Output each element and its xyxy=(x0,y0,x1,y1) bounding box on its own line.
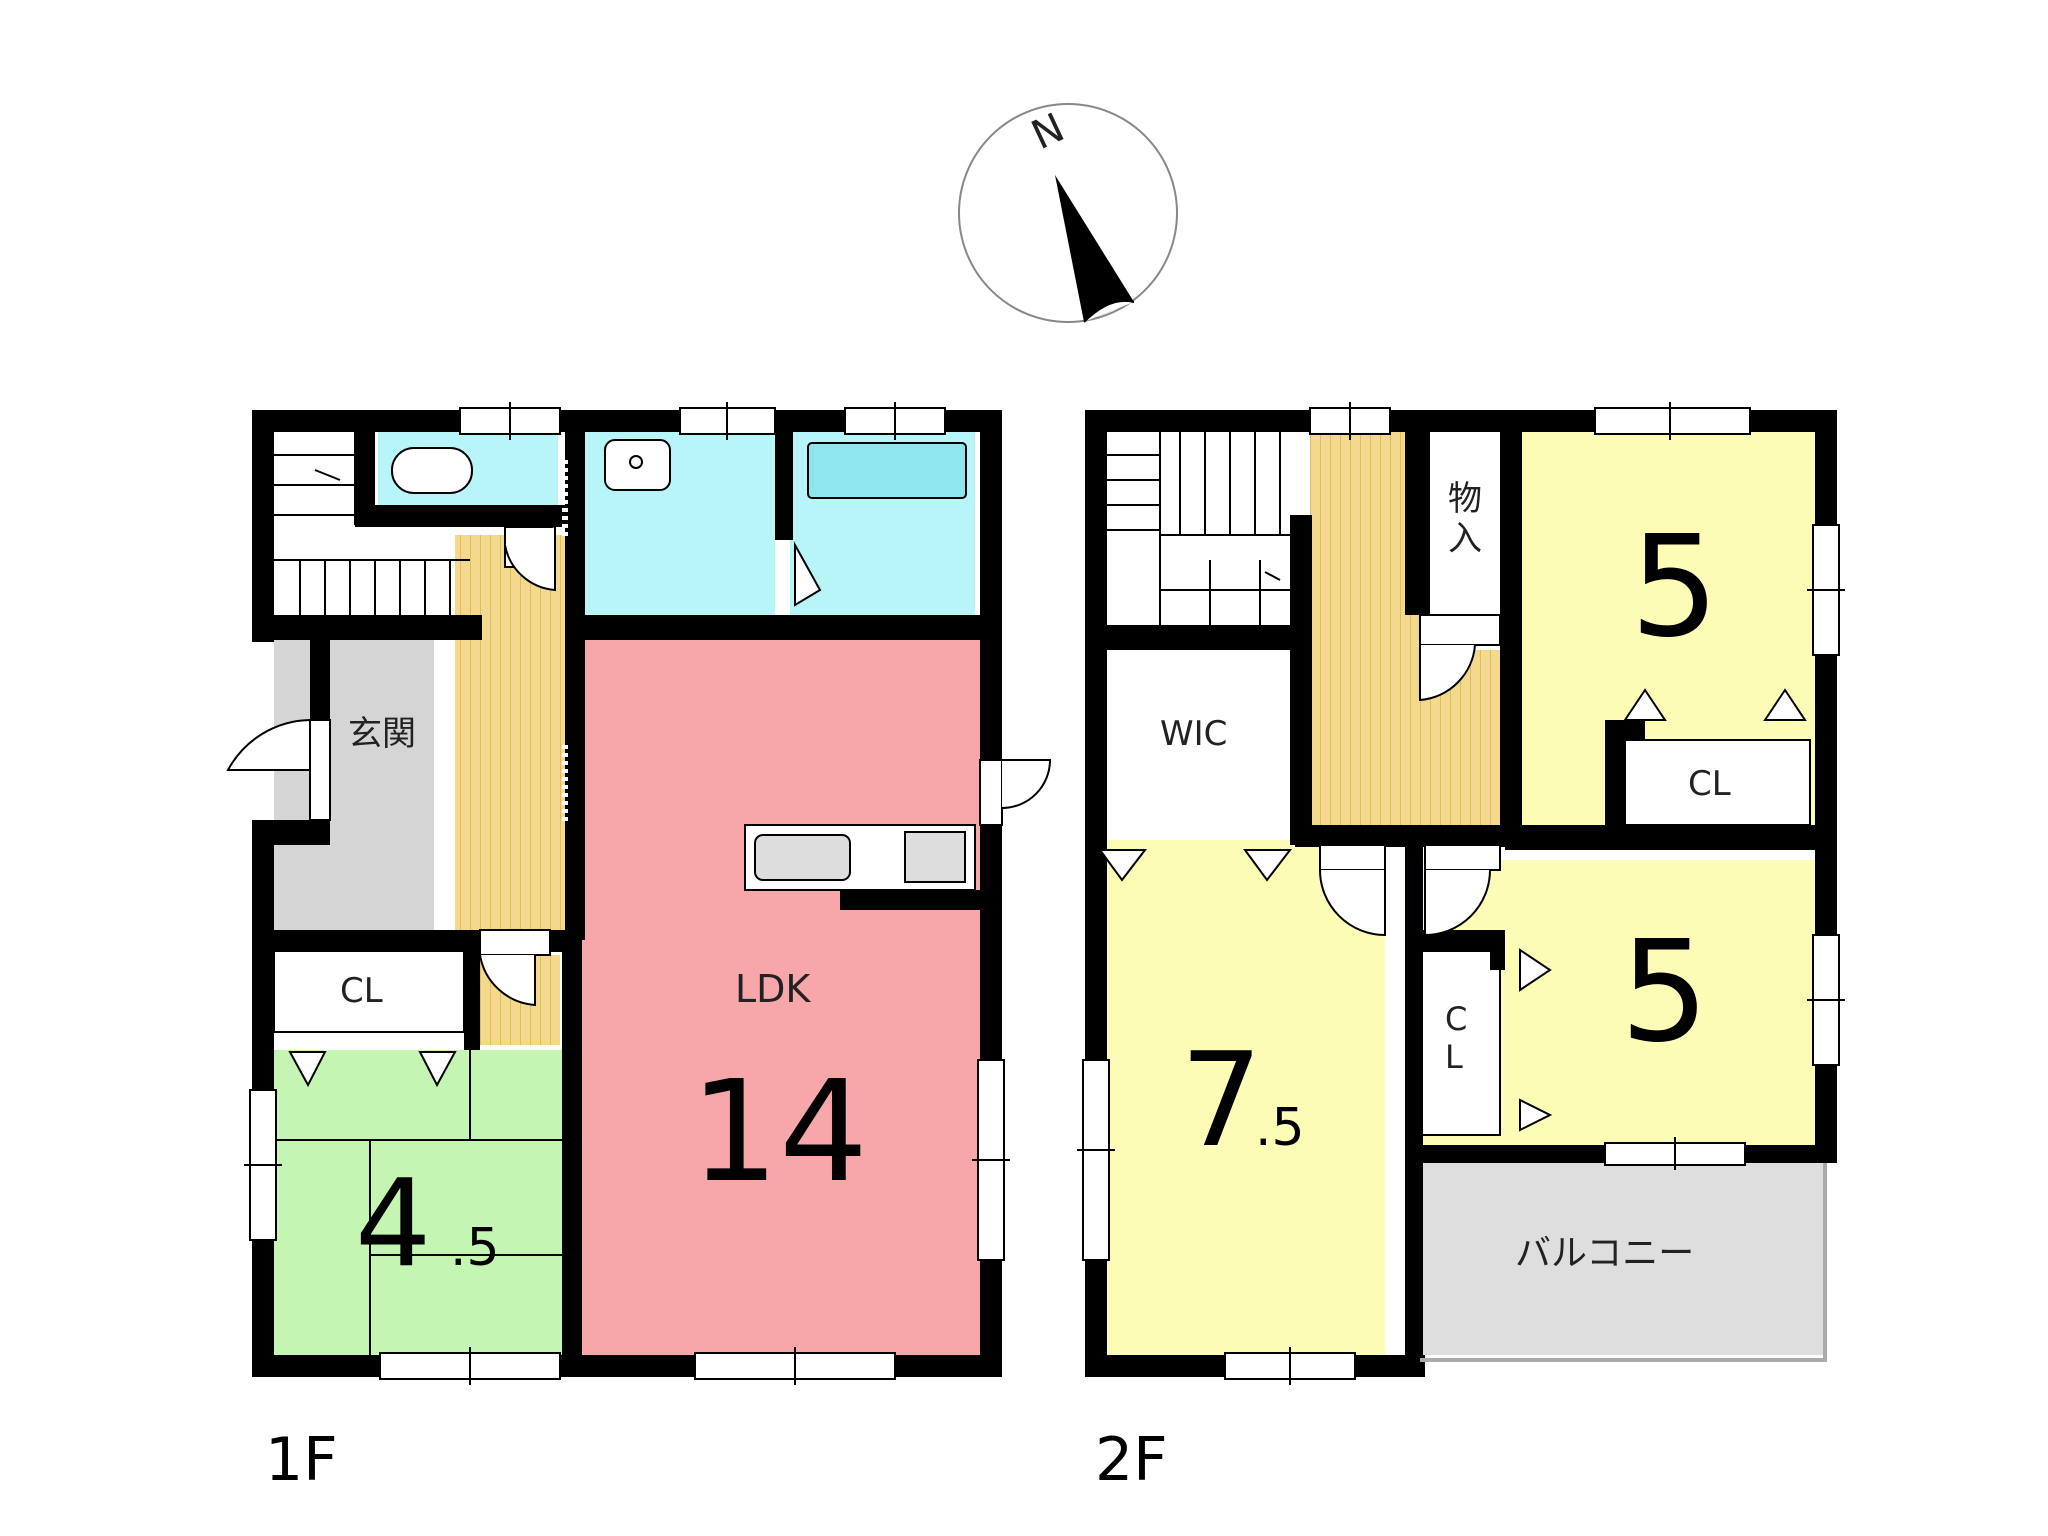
entrance-label: 玄関 xyxy=(348,714,416,754)
floor-2: 物入 WIC CL CL バルコニー 5 5 7 .5 2F xyxy=(1077,402,1845,1495)
master-bedroom-size-frac: .5 xyxy=(1255,1098,1305,1158)
sink-icon xyxy=(604,439,671,491)
master-bedroom-size: 7 xyxy=(1180,1024,1263,1176)
master-bedroom xyxy=(1100,840,1385,1355)
compass: N xyxy=(958,103,1178,323)
hallway-2f xyxy=(1310,430,1420,825)
closet-label-1f: CL xyxy=(340,971,383,1011)
ldk-label: LDK xyxy=(735,967,811,1011)
ldk-room xyxy=(580,640,980,1355)
wic-room xyxy=(1100,650,1290,825)
floor-1: 玄関 CL LDK 14 4 .5 1F xyxy=(226,402,1052,1495)
floor-1-label: 1F xyxy=(265,1425,338,1495)
balcony-label: バルコニー xyxy=(1515,1233,1694,1274)
closet-top-label: CL xyxy=(1688,764,1731,804)
kitchen-sink-icon xyxy=(754,834,851,881)
japanese-room-size-frac: .5 xyxy=(450,1218,500,1278)
storage-label: 物入 xyxy=(1448,479,1482,559)
japanese-room xyxy=(274,1050,564,1355)
floor-2-label: 2F xyxy=(1095,1425,1168,1495)
stove-icon xyxy=(904,831,966,883)
ldk-door xyxy=(1001,759,1052,809)
hallway-1f xyxy=(455,535,565,930)
closet-top xyxy=(1624,739,1811,826)
entrance-door xyxy=(226,718,311,771)
north-arrow-icon xyxy=(1055,175,1134,322)
bedroom-1-size: 5 xyxy=(1630,506,1719,669)
toilet-door xyxy=(504,527,556,592)
wic-label: WIC xyxy=(1160,714,1227,754)
balcony xyxy=(1420,1160,1825,1355)
bathtub-icon xyxy=(807,442,967,499)
bedroom-2-size: 5 xyxy=(1620,911,1709,1074)
storage-room xyxy=(1430,430,1505,615)
entrance-floor xyxy=(274,640,434,930)
stairs-2f xyxy=(1104,430,1310,625)
ldk-size: 14 xyxy=(690,1051,868,1214)
japanese-room-size: 4 xyxy=(355,1155,431,1294)
toilet-icon xyxy=(391,447,473,494)
